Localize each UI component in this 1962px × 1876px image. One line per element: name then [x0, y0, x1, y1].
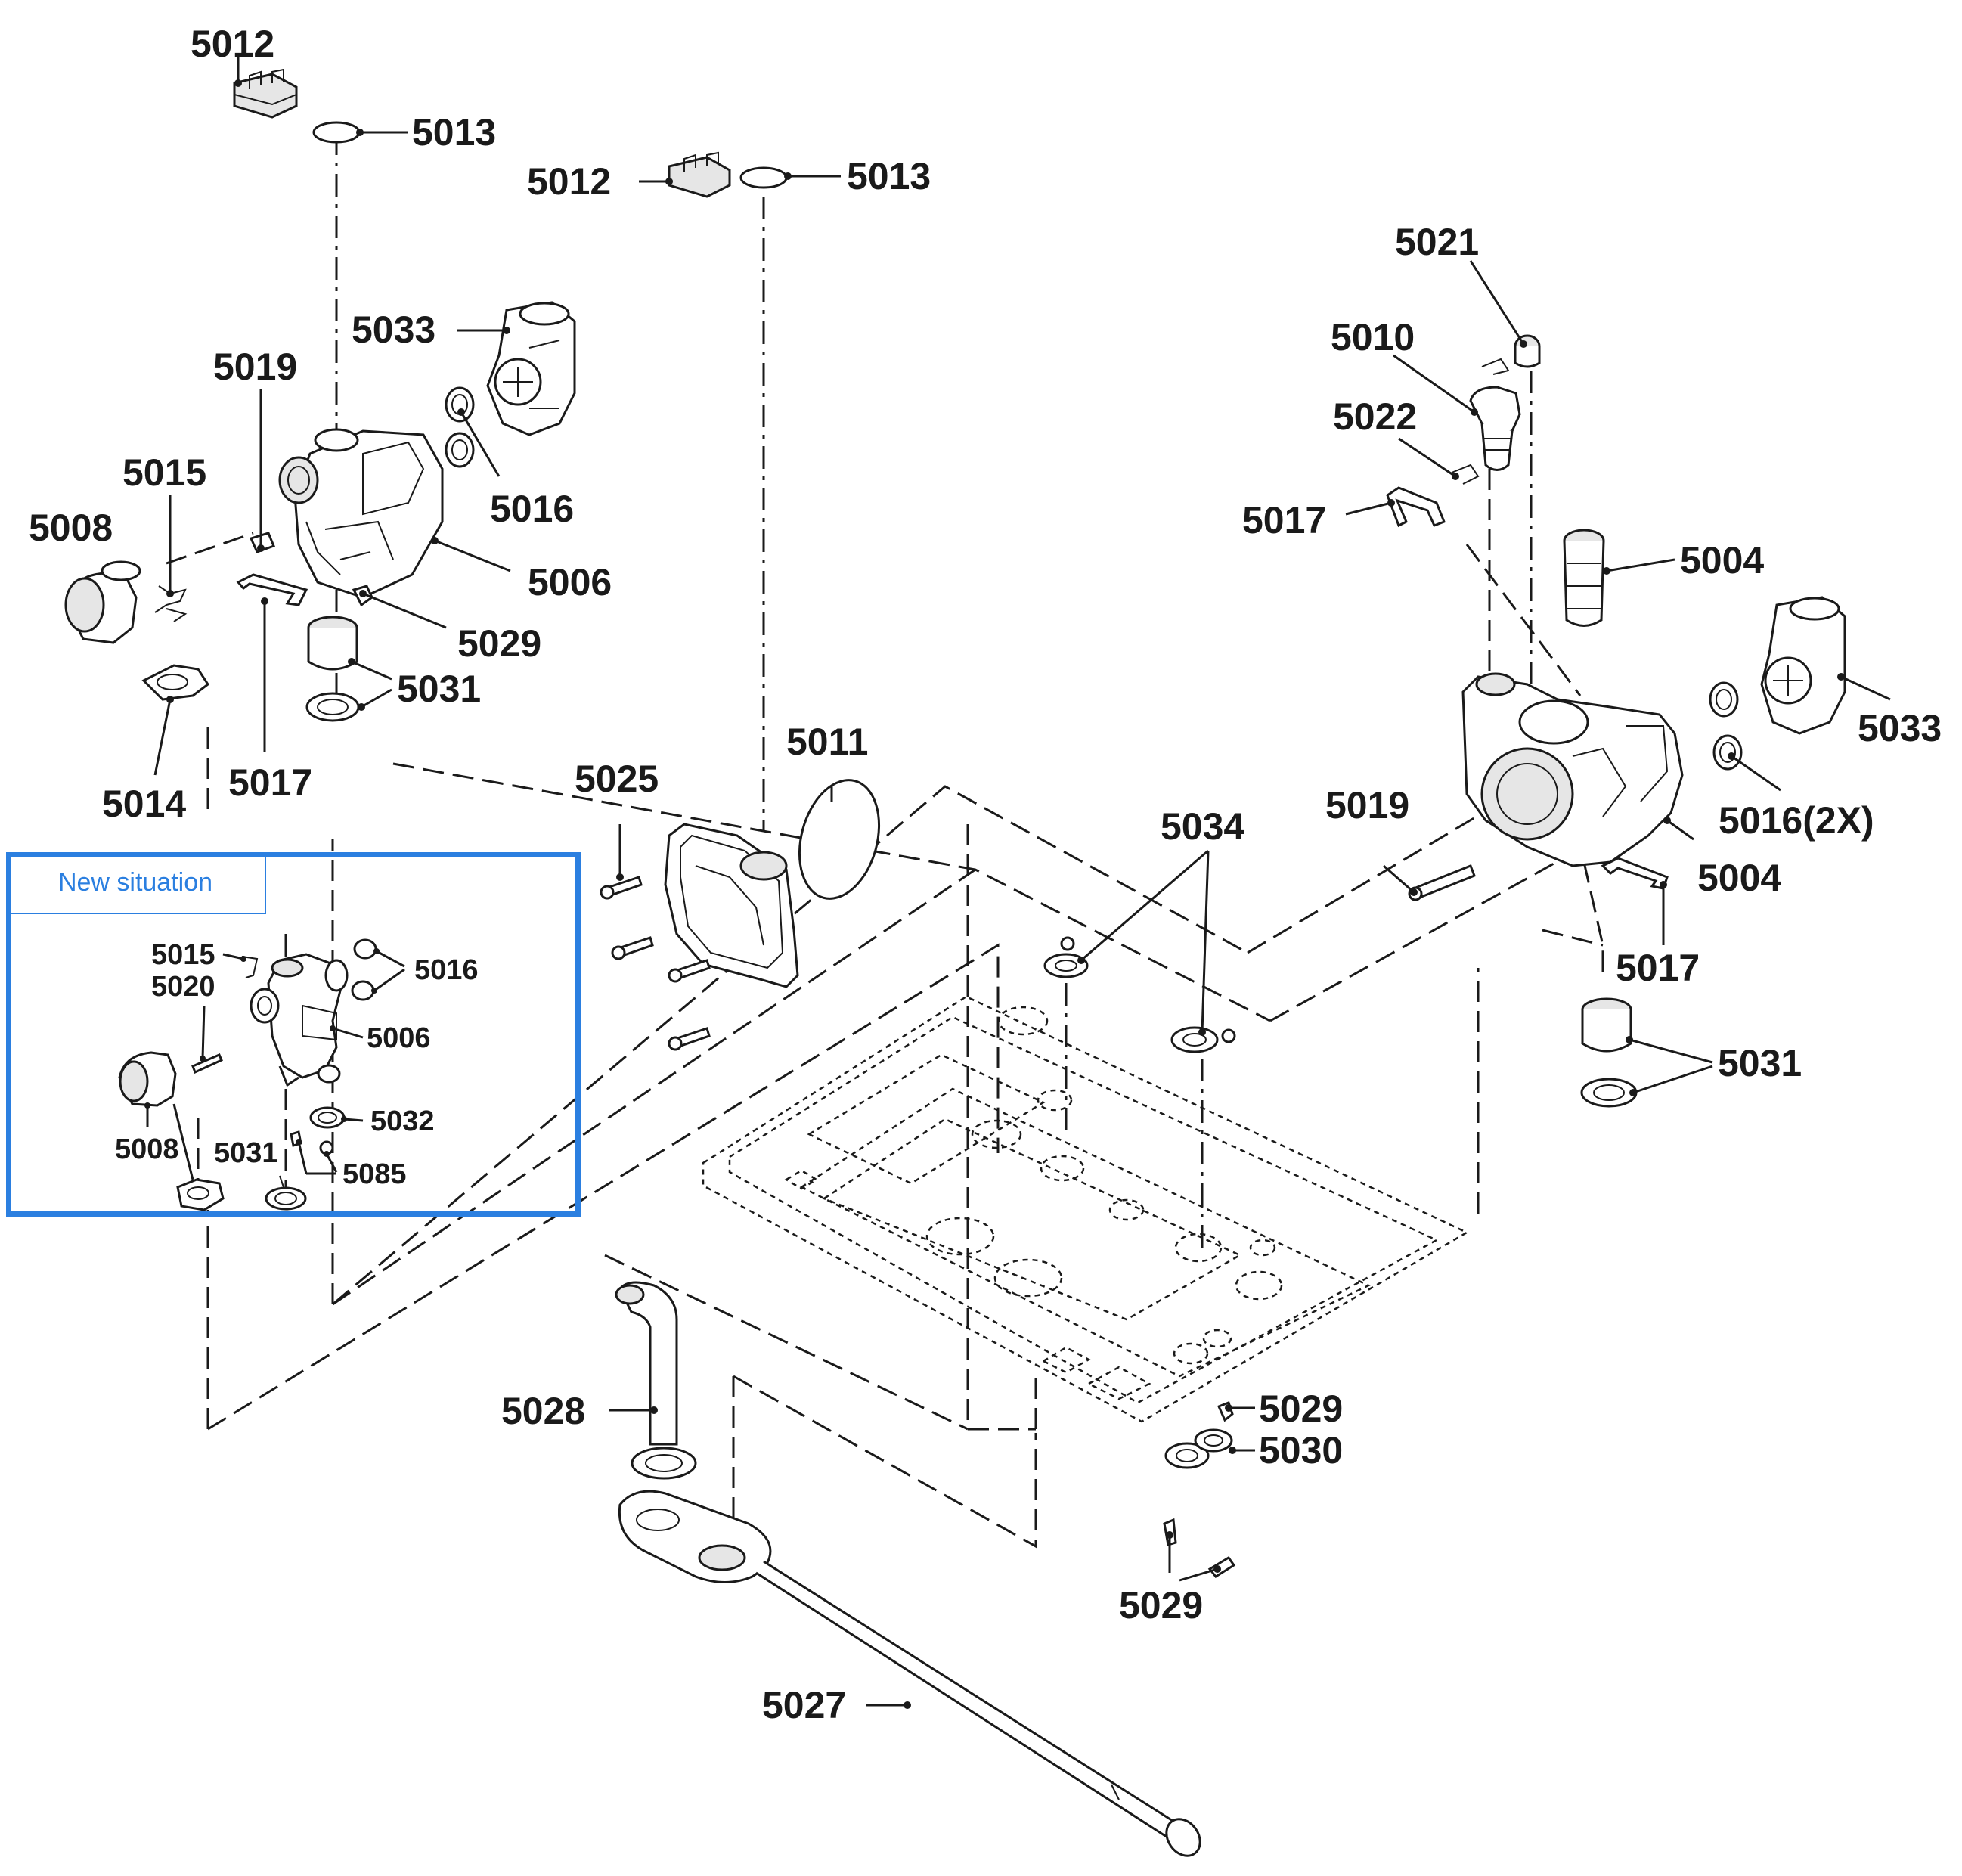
part-5033-housing-right — [1760, 596, 1846, 735]
label-5016-2x: 5016(2X) — [1719, 799, 1874, 842]
base-plate — [702, 995, 1469, 1423]
inset-label-5031: 5031 — [214, 1137, 278, 1169]
part-5004-valve-body-right — [1461, 672, 1684, 867]
part-5017-staple-right-bottom — [1601, 857, 1669, 890]
inset-diagram — [118, 934, 405, 1211]
label-5025: 5025 — [575, 758, 659, 800]
label-5030: 5030 — [1259, 1429, 1343, 1471]
label-5011: 5011 — [786, 721, 868, 763]
inset-title: New situation — [6, 852, 266, 914]
label-5017-a: 5017 — [228, 761, 312, 804]
label-5021: 5021 — [1395, 221, 1479, 263]
inset-label-5085: 5085 — [342, 1158, 407, 1190]
label-5012-a: 5012 — [191, 23, 274, 65]
inset-label-5020: 5020 — [151, 971, 215, 1003]
part-5012-clip-left — [233, 68, 298, 119]
part-5034-caps — [1043, 936, 1236, 1053]
leader-lines — [153, 53, 1891, 1709]
label-5008-a: 5008 — [29, 507, 113, 549]
inset-frame — [6, 852, 581, 1217]
label-5033-b: 5033 — [1858, 707, 1942, 749]
label-5028: 5028 — [501, 1390, 585, 1432]
part-pump-cover — [664, 823, 799, 988]
inset-label-5032: 5032 — [370, 1105, 435, 1137]
inset-labels: 5015 5020 5016 5006 5008 5031 5032 5085 — [115, 939, 479, 1190]
label-5031-b: 5031 — [1718, 1042, 1802, 1084]
callout-labels: 5012 5013 5012 5013 5033 5019 5015 5008 … — [29, 23, 1942, 1726]
part-5008-elbow-left — [64, 560, 141, 644]
part-5031-fitting-left — [305, 616, 360, 722]
part-5017-staple-right-top — [1386, 486, 1446, 528]
label-5017-b: 5017 — [1242, 499, 1326, 541]
label-5031-a: 5031 — [397, 668, 481, 710]
part-5013-oring-left — [312, 121, 361, 144]
label-5019-a: 5019 — [213, 346, 297, 388]
label-5029-c: 5029 — [1119, 1584, 1203, 1626]
label-5013-a: 5013 — [412, 111, 496, 153]
label-5034: 5034 — [1161, 805, 1244, 848]
label-5012-b: 5012 — [527, 160, 611, 203]
label-5022: 5022 — [1333, 395, 1417, 438]
label-5019-b: 5019 — [1325, 784, 1409, 826]
part-5021-plug — [1481, 334, 1541, 375]
part-5019-pin-left — [249, 532, 275, 553]
part-5031-fitting-right — [1580, 997, 1638, 1108]
part-5025-screws — [600, 876, 711, 1051]
part-5010-cartridge — [1469, 386, 1521, 471]
part-5030-washers — [1164, 1428, 1233, 1469]
label-5016-a: 5016 — [490, 488, 574, 530]
label-5013-b: 5013 — [847, 155, 931, 197]
part-5028-elbow-pipe — [615, 1281, 697, 1480]
label-5014-a: 5014 — [102, 783, 186, 825]
part-5006-valve-body-left — [278, 428, 444, 599]
part-5004-cartridge-top — [1563, 529, 1605, 627]
part-5016-seals-left — [445, 386, 475, 468]
part-5014-clamp-left — [141, 664, 210, 701]
part-5011-oring-large — [798, 779, 881, 900]
label-5004-b: 5004 — [1697, 857, 1781, 899]
part-5012-clip-centre — [668, 151, 731, 198]
inset-label-5008: 5008 — [115, 1133, 179, 1165]
part-5029-screws-lower — [1163, 1401, 1236, 1578]
label-5017-c: 5017 — [1616, 947, 1700, 989]
label-5033-a: 5033 — [352, 309, 435, 351]
part-5027-drain-tray-pipe — [618, 1490, 1201, 1857]
label-5029-b: 5029 — [1259, 1388, 1343, 1430]
part-5013-oring-centre — [739, 166, 788, 189]
label-5010: 5010 — [1331, 316, 1415, 358]
inset-label-5006: 5006 — [367, 1022, 431, 1054]
label-5015-a: 5015 — [122, 451, 206, 494]
inset-label-5016: 5016 — [414, 954, 479, 986]
part-5019-pin-right — [1408, 864, 1476, 901]
label-5006-a: 5006 — [528, 561, 612, 603]
part-5017-staple-left — [236, 573, 308, 606]
part-5016-seals-right — [1709, 681, 1743, 771]
inset-label-5015: 5015 — [151, 939, 215, 971]
part-5022-clip — [1451, 464, 1480, 485]
label-5004-a: 5004 — [1680, 539, 1764, 581]
label-5027: 5027 — [762, 1684, 846, 1726]
part-5033-housing-left — [486, 301, 576, 436]
label-5029-a: 5029 — [457, 622, 541, 665]
